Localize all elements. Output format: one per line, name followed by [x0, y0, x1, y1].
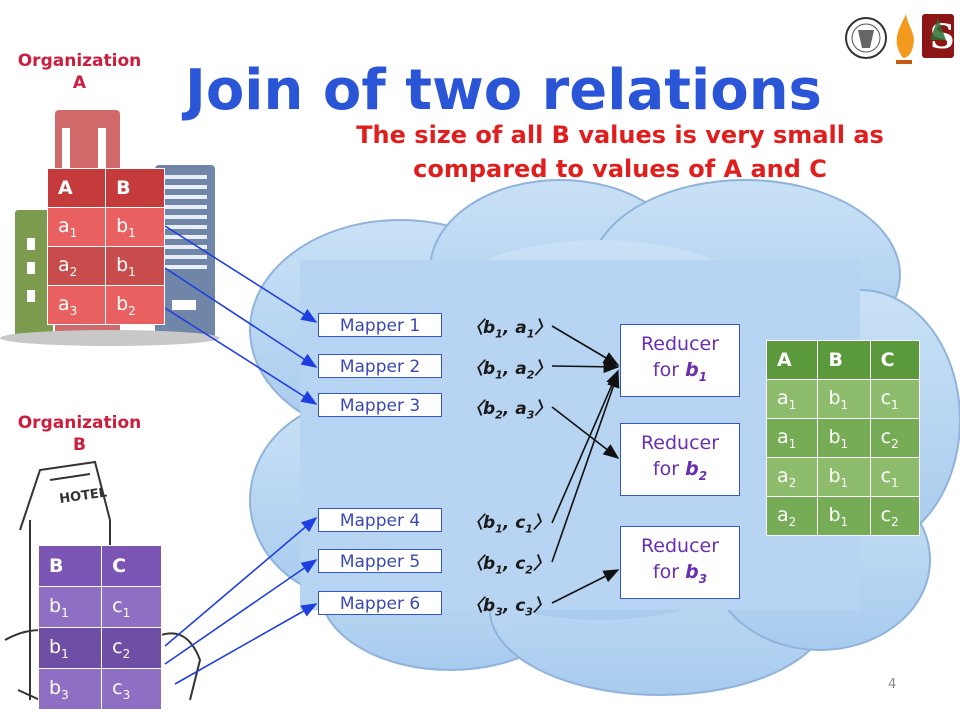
kv-pair: 〈b1, a2〉	[466, 359, 552, 382]
flame-logo-icon	[896, 14, 914, 64]
kv-pair: 〈b2, a3〉	[466, 399, 552, 422]
table-cell: b1	[817, 418, 871, 458]
slide-subtitle: The size of all B values is very small a…	[356, 121, 884, 183]
hotel-sign: HOTEL	[58, 485, 108, 507]
table-header-row: B C	[37, 545, 162, 587]
table-cell: b2	[105, 285, 165, 325]
page-number: 4	[888, 677, 897, 692]
slide-title: Join of two relations	[185, 58, 822, 123]
table-header-cell: C	[869, 340, 921, 380]
table-cell: b1	[105, 207, 165, 247]
mapper-5-box: Mapper 5	[318, 549, 442, 573]
table-cell: b1	[105, 246, 165, 286]
org-a-line1: Organization	[17, 51, 142, 71]
stanford-logo-icon: S	[922, 14, 955, 58]
table-row: a1 b1	[46, 207, 165, 247]
organization-a-label: Organization A	[2, 50, 157, 94]
table-row: b3 c3	[37, 668, 162, 710]
table-cell: c2	[101, 627, 162, 669]
mapper-1-box: Mapper 1	[318, 313, 442, 337]
reducer-key: for b2	[652, 458, 708, 483]
reducer-label: Reducer	[640, 333, 720, 355]
org-b-line2: B	[73, 435, 86, 455]
table-row: b1 c2	[37, 627, 162, 669]
relation-bc-table: B C b1 c1 b1 c2 b3 c3	[37, 545, 162, 710]
table-row: a2 b1 c1	[765, 457, 921, 497]
table-cell: c2	[869, 418, 921, 458]
table-header-cell: A	[46, 168, 107, 208]
table-cell: b1	[817, 379, 871, 419]
table-row: a2 b1 c2	[765, 496, 921, 536]
org-a-line2: A	[72, 73, 87, 93]
table-header-row: A B	[46, 168, 165, 208]
university-seal-icon	[845, 17, 887, 59]
reducer-label: Reducer	[640, 432, 720, 454]
mapper-3-box: Mapper 3	[318, 393, 442, 417]
table-header-cell: B	[105, 168, 165, 208]
reducer-b2-box: Reducer for b2	[620, 423, 740, 496]
table-header-cell: B	[37, 545, 103, 587]
table-row: a2 b1	[46, 246, 165, 286]
reducer-b3-box: Reducer for b3	[620, 526, 740, 599]
table-cell: a1	[765, 418, 819, 458]
table-cell: a1	[46, 207, 107, 247]
table-cell: a3	[46, 285, 107, 325]
org-b-line1: Organization	[17, 413, 142, 433]
table-cell: c2	[869, 496, 921, 536]
table-cell: a2	[765, 457, 819, 497]
table-cell: b1	[817, 496, 871, 536]
input-arrows	[164, 225, 318, 685]
table-row: a1 b1 c2	[765, 418, 921, 458]
join-result-table: A B C a1 b1 c1 a1 b1 c2 a2 b1 c1 a2 b1 c…	[765, 340, 921, 536]
kv-pair: 〈b3, c3〉	[466, 596, 550, 619]
table-cell: a1	[765, 379, 819, 419]
reducer-key: for b3	[652, 561, 708, 586]
reducer-label: Reducer	[640, 535, 720, 557]
kv-pair: 〈b1, c2〉	[466, 554, 550, 577]
table-cell: b3	[37, 668, 103, 710]
table-row: a1 b1 c1	[765, 379, 921, 419]
organization-b-label: Organization B	[2, 412, 157, 456]
table-cell: a2	[46, 246, 107, 286]
reducer-key: for b1	[652, 359, 708, 384]
table-row: a3 b2	[46, 285, 165, 325]
mapper-4-box: Mapper 4	[318, 508, 442, 532]
table-header-cell: B	[817, 340, 871, 380]
shuffle-arrows	[551, 325, 620, 604]
table-cell: b1	[37, 627, 103, 669]
table-cell: b1	[37, 586, 103, 628]
reducer-b1-box: Reducer for b1	[620, 324, 740, 397]
table-header-row: A B C	[765, 340, 921, 380]
kv-pair: 〈b1, c1〉	[466, 513, 550, 536]
mapper-6-box: Mapper 6	[318, 591, 442, 615]
table-header-cell: A	[765, 340, 819, 380]
table-cell: a2	[765, 496, 819, 536]
table-cell: c3	[101, 668, 162, 710]
table-cell: c1	[869, 379, 921, 419]
relation-ab-table: A B a1 b1 a2 b1 a3 b2	[46, 168, 165, 325]
table-cell: c1	[869, 457, 921, 497]
table-header-cell: C	[101, 545, 162, 587]
kv-pair: 〈b1, a1〉	[466, 318, 552, 341]
table-cell: c1	[101, 586, 162, 628]
table-row: b1 c1	[37, 586, 162, 628]
table-cell: b1	[817, 457, 871, 497]
mapper-2-box: Mapper 2	[318, 354, 442, 378]
